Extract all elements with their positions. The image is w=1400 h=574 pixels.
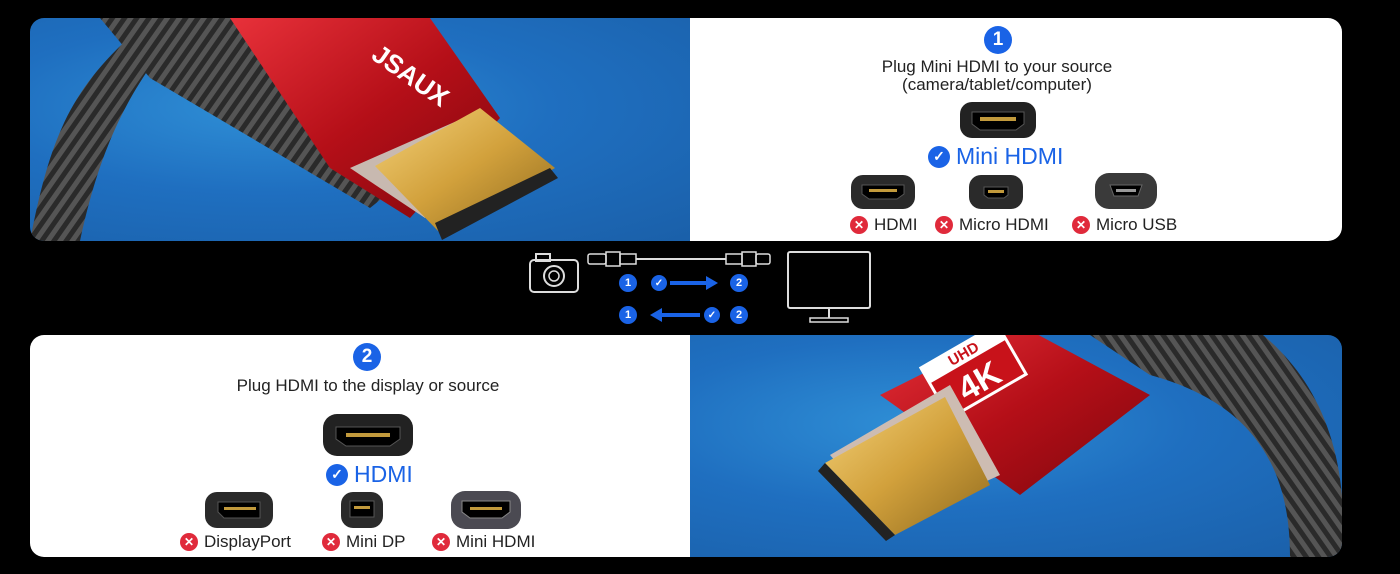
- x-icon: ✕: [935, 216, 953, 234]
- hdmi-port-icon: [323, 414, 413, 456]
- step1-instruction-panel: 1 Plug Mini HDMI to your source (camera/…: [690, 18, 1342, 241]
- step2-badge: 2: [353, 343, 381, 371]
- check-icon: ✓: [326, 463, 348, 486]
- check-icon: ✓: [704, 307, 720, 323]
- x-icon: ✕: [850, 216, 868, 234]
- x-icon: ✕: [1072, 216, 1090, 234]
- micro-usb-port-icon: [1095, 173, 1157, 209]
- camera-icon: [529, 253, 579, 293]
- step2-instruction-line1: Plug HDMI to the display or source: [236, 376, 500, 395]
- step1-bad-label-1: ✕ HDMI: [850, 215, 917, 235]
- step2-ok-port-name: HDMI: [354, 461, 413, 487]
- step2-bad-label-3: ✕ Mini HDMI: [432, 532, 535, 552]
- hdmi-port-icon: [851, 175, 915, 209]
- hdmi-photo-panel: UHD 4K: [690, 335, 1342, 557]
- step2-ok-label: ✓ HDMI: [326, 461, 413, 488]
- hdmi-connector-illustration: UHD 4K: [818, 335, 1342, 557]
- x-icon: ✕: [180, 533, 198, 551]
- x-icon: ✕: [322, 533, 340, 551]
- mini-hdmi-port-icon: [451, 491, 521, 529]
- step1-ok-port-name: Mini HDMI: [956, 143, 1064, 169]
- step2-bad-label-2: ✕ Mini DP: [322, 532, 406, 552]
- step1-ok-label: ✓ Mini HDMI: [928, 143, 1063, 170]
- check-icon: ✓: [928, 145, 950, 168]
- mini-hdmi-photo-panel: JSAUX: [30, 18, 710, 241]
- connection-diagram: 1 ✓ 2 1 ✓ 2: [520, 246, 880, 330]
- check-icon: ✓: [651, 275, 667, 291]
- step1-bad-label-2: ✕ Micro HDMI: [935, 215, 1049, 235]
- arrow-right-icon: [670, 276, 718, 290]
- mini-hdmi-port-icon: [960, 102, 1036, 138]
- direction-row2-from-badge: 1: [619, 306, 637, 324]
- mini-dp-port-icon: [341, 492, 383, 528]
- arrow-left-icon: [650, 308, 700, 322]
- direction-row1-to-badge: 2: [730, 274, 748, 292]
- direction-row1-from-badge: 1: [619, 274, 637, 292]
- direction-row2-to-badge: 2: [730, 306, 748, 324]
- step1-instruction-line2: (camera/tablet/computer): [902, 75, 1092, 94]
- x-icon: ✕: [432, 533, 450, 551]
- displayport-port-icon: [205, 492, 273, 528]
- micro-hdmi-port-icon: [969, 175, 1023, 209]
- mini-hdmi-connector-illustration: JSAUX: [30, 18, 558, 241]
- step1-instruction-line1: Plug Mini HDMI to your source: [881, 57, 1113, 76]
- step1-badge: 1: [984, 26, 1012, 54]
- step2-instruction-panel: 2 Plug HDMI to the display or source ✓ H…: [30, 335, 710, 557]
- step1-bad-label-3: ✕ Micro USB: [1072, 215, 1177, 235]
- monitor-icon: [787, 251, 871, 323]
- cable-diagram-icon: [587, 251, 771, 267]
- step2-bad-label-1: ✕ DisplayPort: [180, 532, 291, 552]
